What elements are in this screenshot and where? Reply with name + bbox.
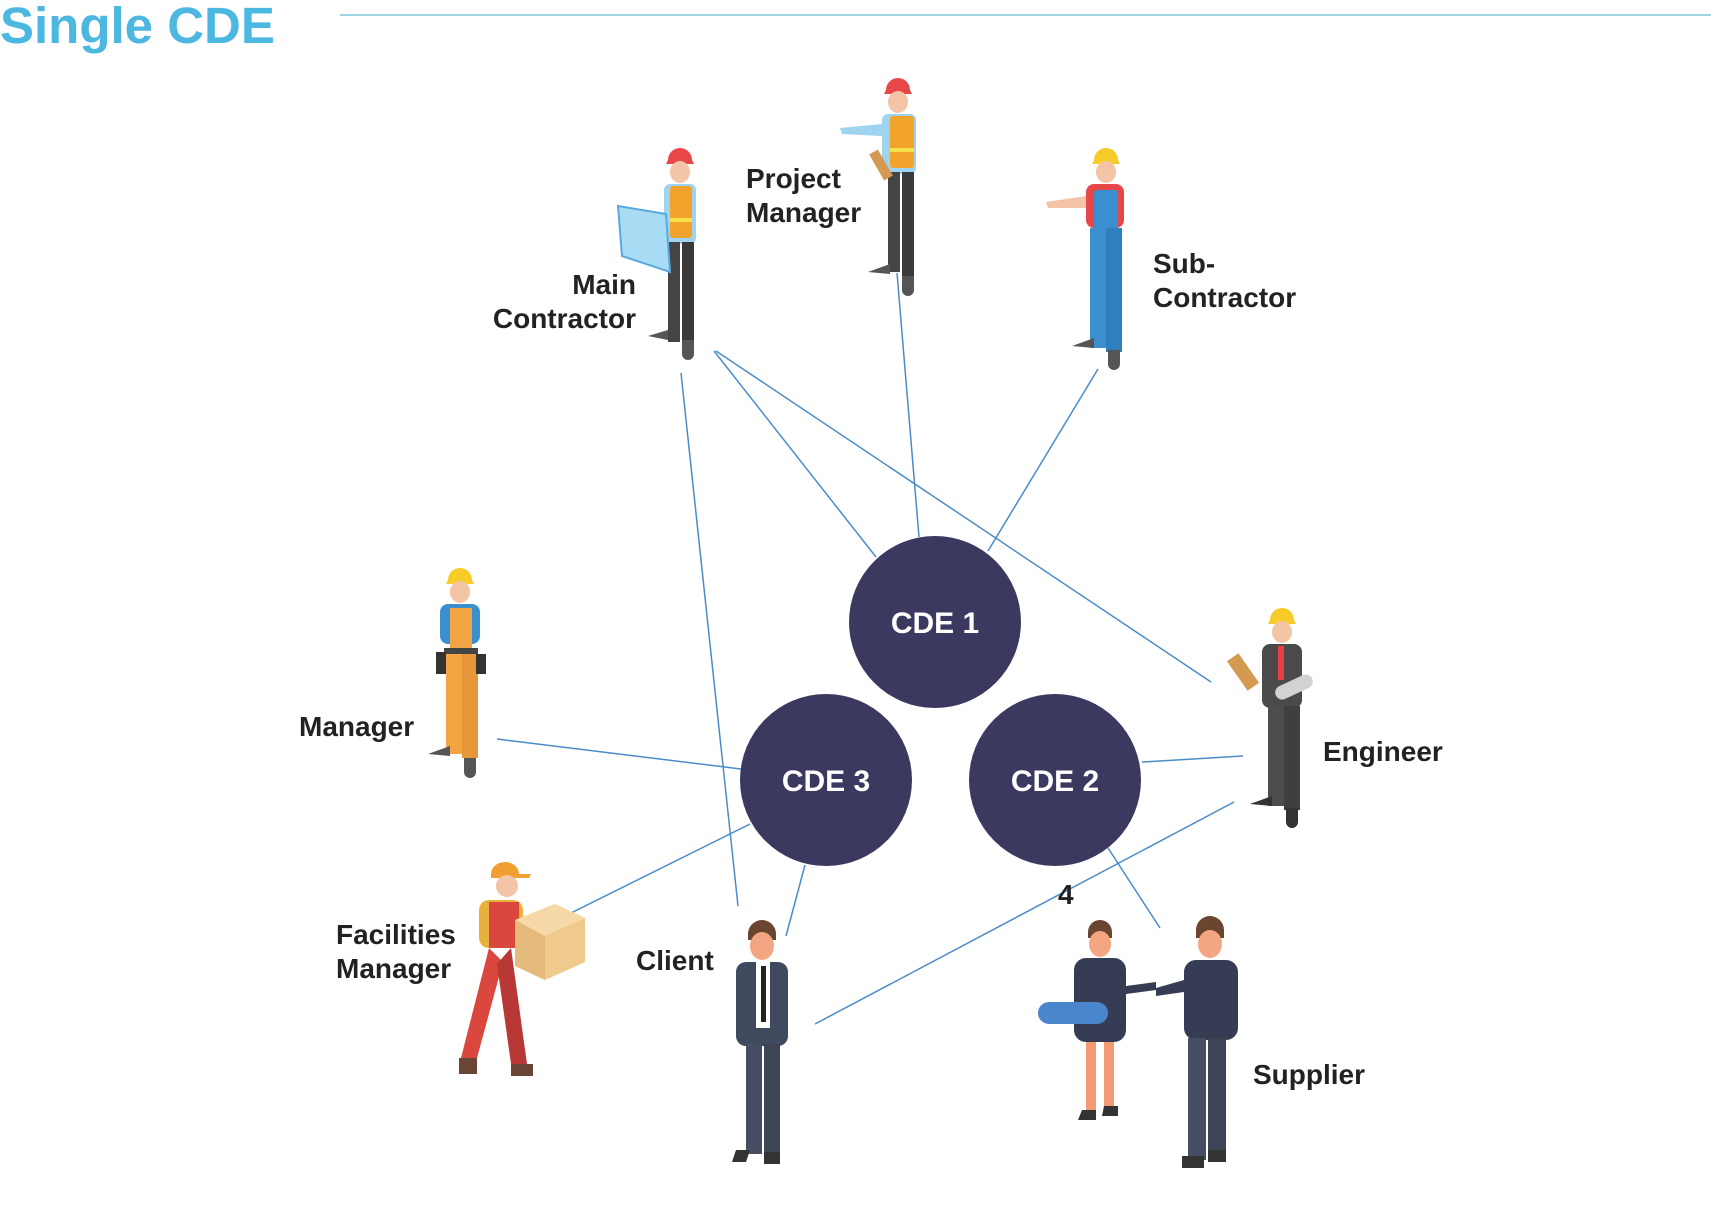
role-label-sub-contractor: Sub- Contractor bbox=[1153, 247, 1296, 315]
role-label-engineer: Engineer bbox=[1323, 735, 1443, 769]
connector-main-contractor-engineer bbox=[715, 350, 1212, 683]
role-label-line: Contractor bbox=[492, 303, 636, 334]
connector-project-manager-cde1 bbox=[896, 272, 920, 538]
businessman-icon bbox=[732, 920, 788, 1164]
role-label-line: Sub- bbox=[1153, 248, 1216, 279]
cde-2-label: CDE 2 bbox=[1011, 765, 1099, 798]
role-label-line: Contractor bbox=[1153, 282, 1297, 313]
cde-1-node: CDE 1 bbox=[849, 536, 1021, 708]
role-label-supplier: Supplier bbox=[1253, 1058, 1365, 1092]
connector-main-contractor-cde1 bbox=[713, 350, 877, 558]
role-label-client: Client bbox=[636, 944, 714, 978]
role-label-line: Supplier bbox=[1253, 1059, 1366, 1090]
role-label-manager: Manager bbox=[299, 710, 414, 744]
cde-3-label: CDE 3 bbox=[782, 765, 870, 798]
cde-3-node: CDE 3 bbox=[740, 694, 912, 866]
role-label-project-manager: Project Manager bbox=[746, 162, 861, 230]
title-divider bbox=[340, 14, 1711, 16]
cde-1-label: CDE 1 bbox=[891, 607, 979, 640]
role-label-line: Main bbox=[572, 269, 636, 300]
connector-cde2-supplier bbox=[1107, 847, 1161, 929]
connector-sub-contractor-cde1 bbox=[987, 368, 1099, 552]
role-label-line: Facilities bbox=[336, 919, 456, 950]
delivery-worker-with-box-icon bbox=[459, 862, 585, 1076]
connector-cde3-facilities-manager bbox=[568, 823, 751, 915]
role-label-line: Client bbox=[636, 945, 714, 976]
role-label-line: Engineer bbox=[1323, 736, 1443, 767]
stray-number-label: 4 bbox=[1058, 879, 1074, 910]
role-label-line: Project bbox=[746, 163, 841, 194]
cde-2-node: CDE 2 bbox=[969, 694, 1141, 866]
role-label-main-contractor: Main Contractor bbox=[480, 268, 636, 336]
connector-lines bbox=[496, 272, 1244, 1025]
connector-manager-cde3 bbox=[496, 738, 742, 770]
engineer-with-clipboard-icon bbox=[1226, 608, 1313, 828]
project-manager-worker-icon bbox=[840, 78, 916, 296]
worker-with-blueprint-icon bbox=[616, 148, 696, 360]
role-label-line: Manager bbox=[336, 953, 452, 984]
worker-in-overalls-icon bbox=[1046, 148, 1124, 370]
connector-main-contractor-client bbox=[680, 372, 739, 907]
connector-cde3-client bbox=[785, 864, 806, 937]
worker-with-tool-belt-icon bbox=[428, 568, 486, 778]
connector-cde2-engineer bbox=[1141, 755, 1244, 763]
role-label-line: Manager bbox=[746, 197, 862, 228]
page-title: Single CDE bbox=[0, 0, 275, 54]
connector-engineer-client bbox=[814, 801, 1235, 1025]
role-label-facilities-manager: Facilities Manager bbox=[336, 918, 456, 986]
handshake-people-icon bbox=[1038, 916, 1238, 1168]
role-label-line: Manager bbox=[299, 711, 415, 742]
